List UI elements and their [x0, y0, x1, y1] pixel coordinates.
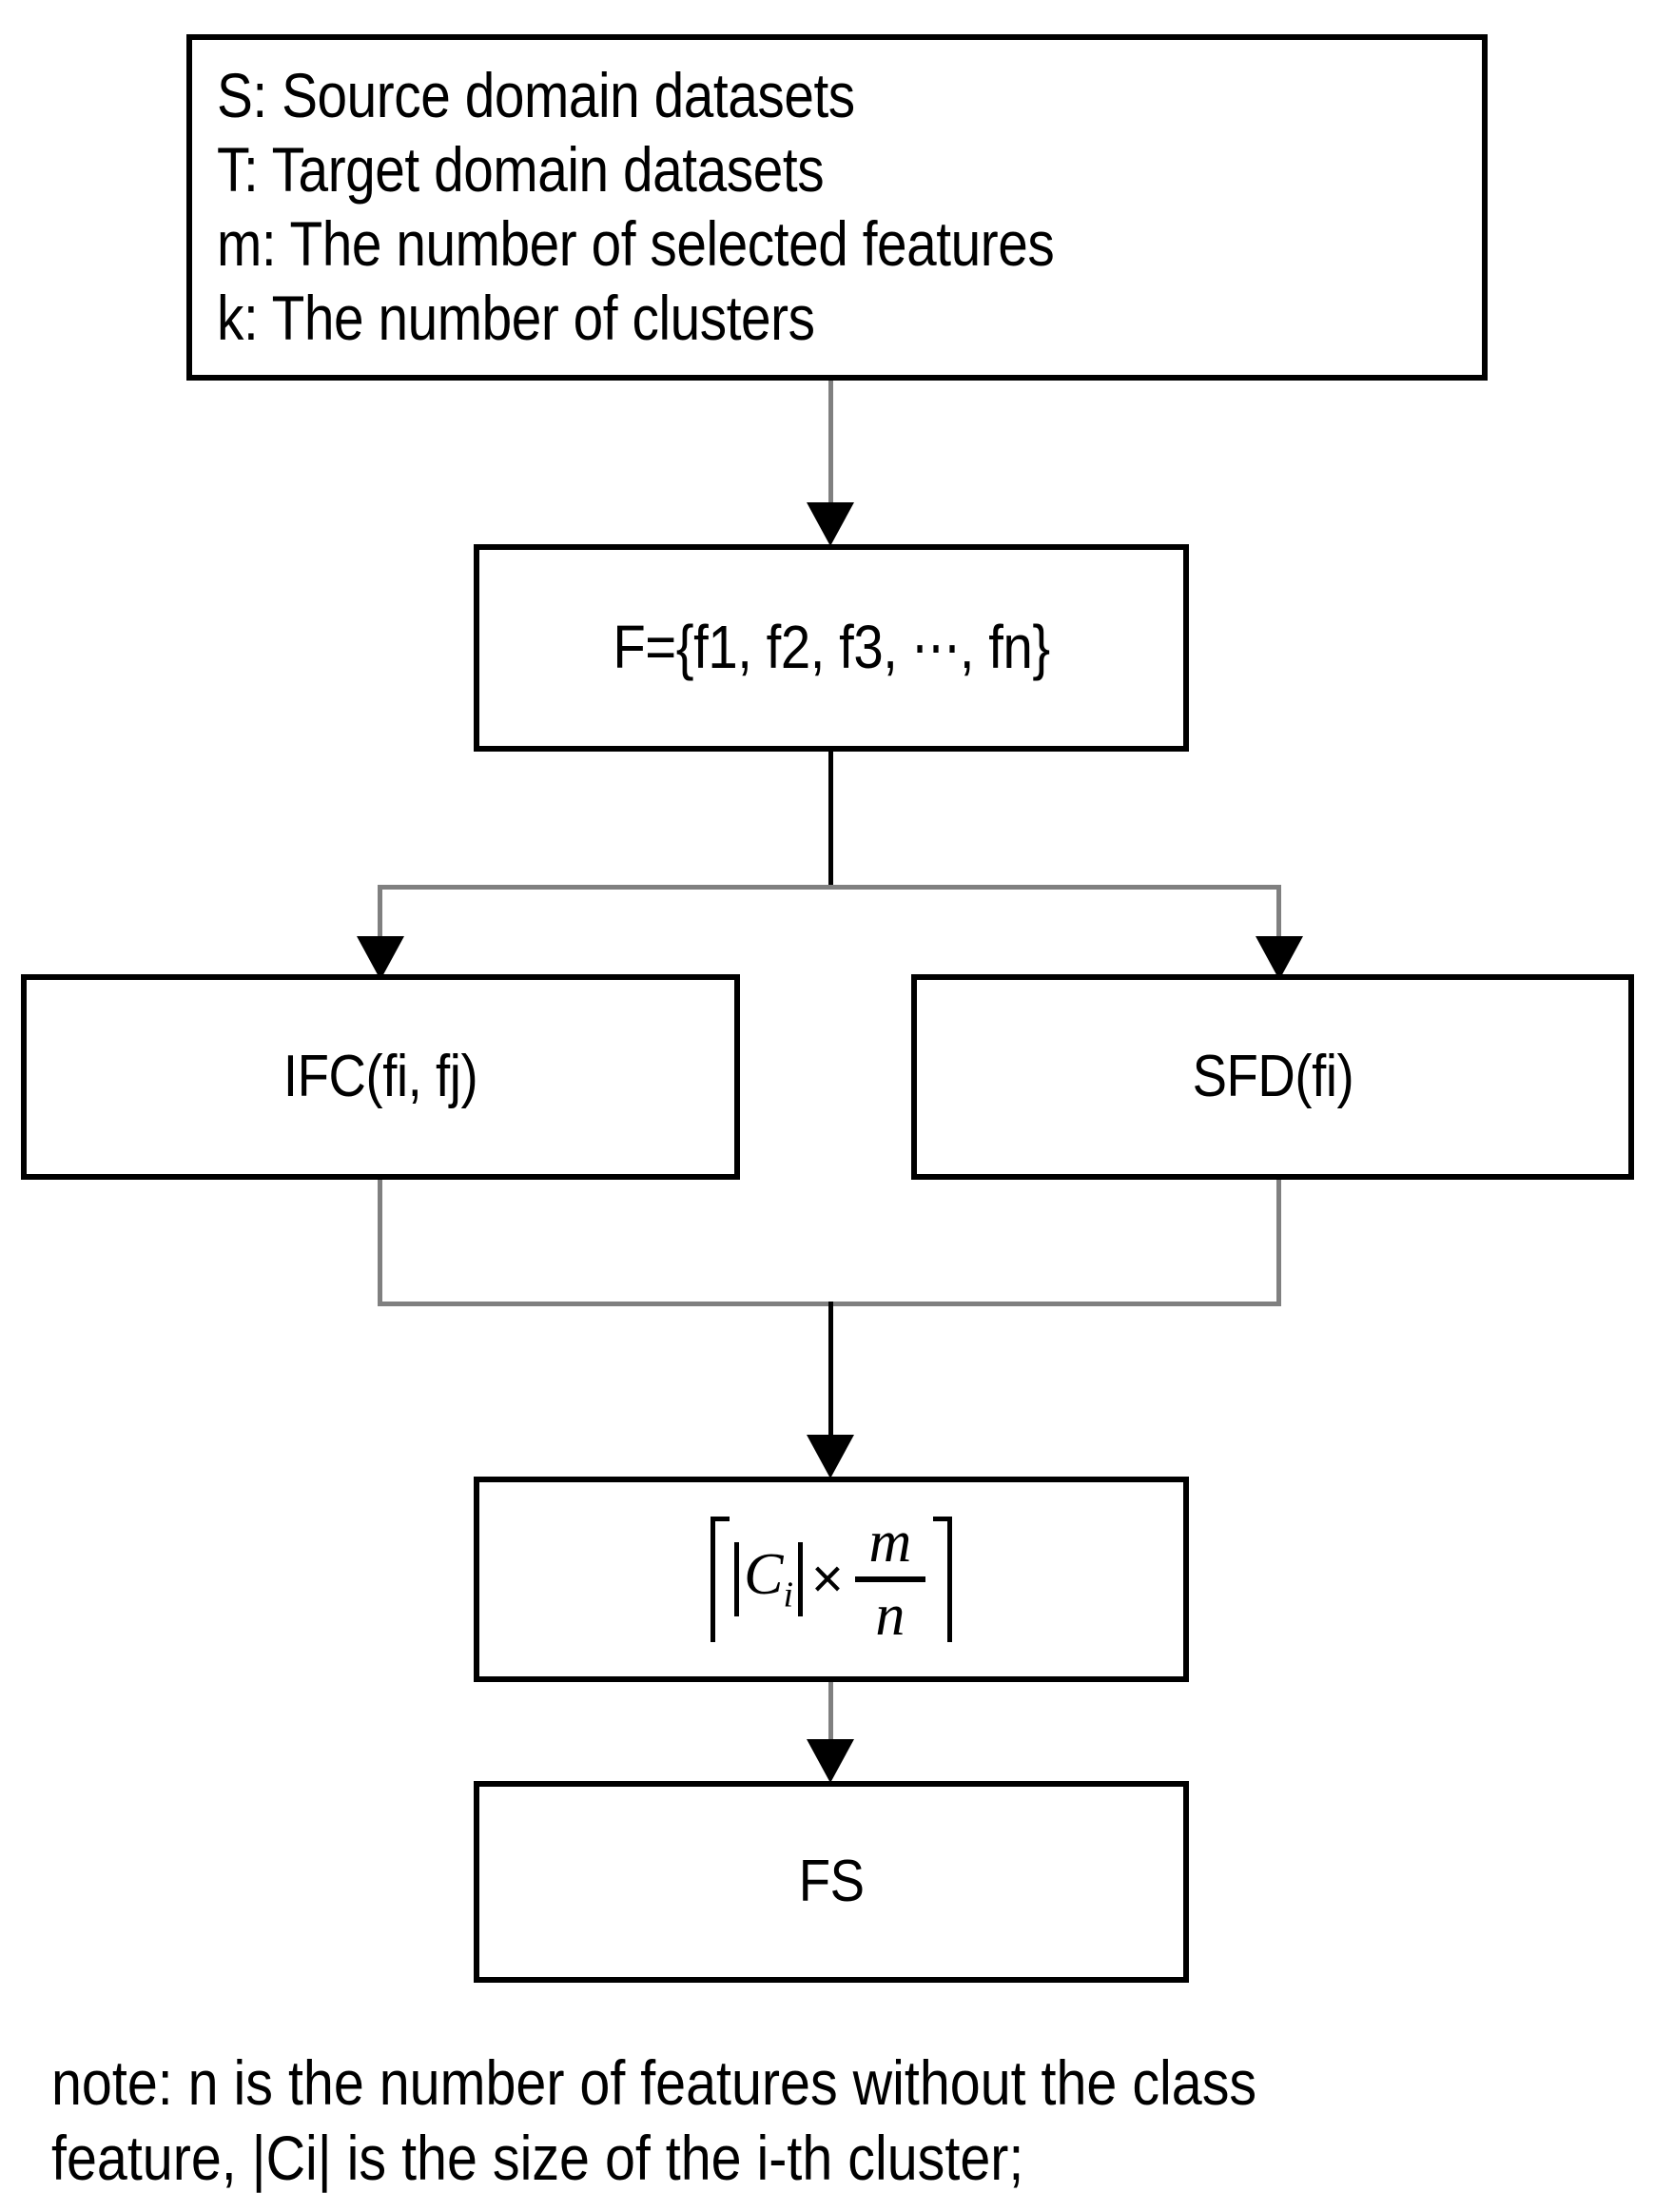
connector-legend-to-features-arrowhead [807, 502, 854, 546]
fraction-rule [854, 1576, 925, 1582]
node-cluster-quota-formula: Ci × m n [474, 1477, 1189, 1682]
connector-split-left-drop [378, 885, 382, 948]
formula-fraction: m n [854, 1509, 925, 1648]
connector-formula-to-fs-stem [828, 1682, 833, 1768]
node-ifc-label: IFC(fi, fj) [282, 1044, 478, 1110]
node-fs: FS [474, 1781, 1189, 1983]
connector-split-right-drop [1276, 885, 1281, 948]
abs-bar-right-icon [798, 1542, 804, 1616]
connector-split-stem [828, 752, 833, 890]
ceiling-bracket-right-icon [932, 1517, 952, 1642]
formula-operator: × [811, 1548, 844, 1610]
node-ifc: IFC(fi, fj) [21, 974, 740, 1180]
abs-bar-left-icon [734, 1542, 740, 1616]
connector-merge-left-rise [378, 1180, 382, 1305]
connector-formula-to-fs-arrowhead [807, 1739, 854, 1783]
note-text: note: n is the number of features withou… [51, 2047, 1257, 2194]
node-legend-label: S: Source domain datasets T: Target doma… [217, 60, 1055, 353]
node-feature-set-label: F={f1, f2, f3, ⋯, fn} [613, 613, 1050, 682]
connector-merge-right-rise [1276, 1180, 1281, 1305]
connector-merge-stem [828, 1302, 833, 1442]
node-fs-label: FS [798, 1849, 865, 1915]
formula-numerator: m [868, 1509, 912, 1575]
connector-split-right-arrowhead [1256, 936, 1303, 980]
node-feature-set: F={f1, f2, f3, ⋯, fn} [474, 544, 1189, 752]
formula-denominator: n [875, 1583, 905, 1648]
formula-variable-c: Ci [744, 1542, 794, 1615]
connector-merge-arrowhead [807, 1435, 854, 1478]
connector-split-bar [378, 885, 1281, 890]
connector-split-left-arrowhead [357, 936, 404, 980]
formula-ceiling-expression: Ci × m n [711, 1509, 952, 1648]
node-sfd: SFD(fi) [911, 974, 1634, 1180]
node-sfd-label: SFD(fi) [1192, 1044, 1353, 1110]
connector-legend-to-features-stem [828, 381, 833, 509]
node-legend: S: Source domain datasets T: Target doma… [186, 34, 1488, 381]
ceiling-bracket-left-icon [711, 1517, 730, 1642]
